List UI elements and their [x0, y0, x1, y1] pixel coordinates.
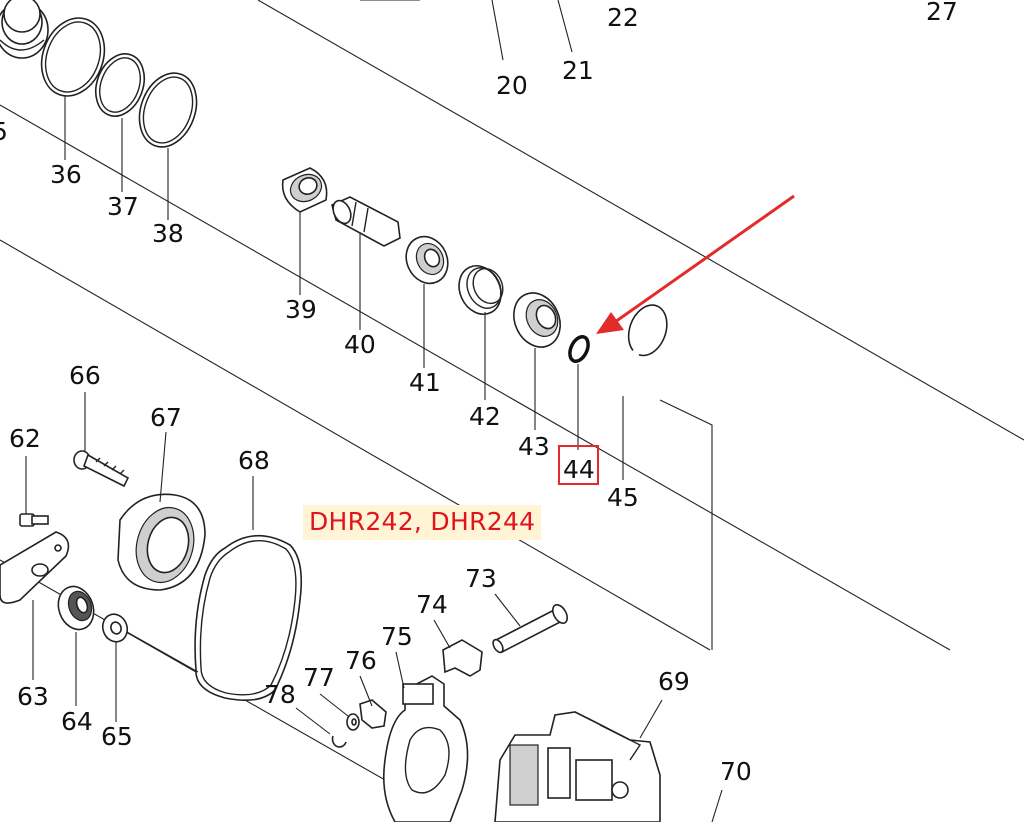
label-part-5: 5 — [0, 117, 8, 146]
part-69-gear-housing — [494, 711, 661, 822]
part-66-bolt — [73, 450, 130, 488]
highlight-box-part-44 — [558, 445, 599, 485]
label-part-37: 37 — [107, 192, 139, 221]
part-43-seal — [513, 292, 561, 348]
label-part-44: 44 — [563, 455, 595, 484]
part-75-carrier — [382, 675, 469, 822]
label-part-41: 41 — [409, 368, 441, 397]
label-part-36: 36 — [50, 160, 82, 189]
label-part-68: 68 — [238, 446, 270, 475]
highlight-arrow — [596, 194, 795, 334]
label-part-62: 62 — [9, 424, 41, 453]
part-68-gasket — [194, 534, 303, 701]
label-part-27: 27 — [926, 0, 958, 26]
label-part-64: 64 — [61, 707, 93, 736]
label-part-77: 77 — [303, 663, 335, 692]
label-part-76: 76 — [345, 646, 377, 675]
part-44-o-ring — [568, 334, 590, 364]
label-part-67: 67 — [150, 403, 182, 432]
label-part-74: 74 — [416, 590, 448, 619]
label-part-45: 45 — [607, 483, 639, 512]
part-36-ring — [40, 17, 106, 97]
part-64-bearing — [57, 585, 95, 631]
part-42-spring — [458, 265, 504, 315]
label-part-43: 43 — [518, 432, 550, 461]
part-67-retainer — [117, 493, 206, 591]
part-labels: 5 20 21 22 27 36 37 38 39 40 41 42 43 44… — [0, 0, 958, 786]
label-part-70: 70 — [720, 757, 752, 786]
part-40-pin — [331, 196, 401, 247]
label-part-69: 69 — [658, 667, 690, 696]
part-77-washer — [346, 713, 360, 731]
label-part-66: 66 — [69, 361, 101, 390]
label-part-78: 78 — [264, 680, 296, 709]
label-part-21: 21 — [562, 56, 594, 85]
label-part-22: 22 — [607, 3, 639, 32]
model-tag: DHR242, DHR244 — [303, 505, 542, 540]
label-part-65: 65 — [101, 722, 133, 751]
part-65-washer — [101, 613, 129, 643]
part-73-pin — [492, 604, 569, 654]
part-37-ring — [94, 53, 146, 117]
part-41-bushing — [405, 235, 449, 285]
label-part-39: 39 — [285, 295, 317, 324]
label-part-40: 40 — [344, 330, 376, 359]
part-45-retaining-ring — [627, 304, 668, 357]
part-78-e-clip — [331, 735, 347, 748]
part-63-bracket — [0, 531, 70, 604]
label-part-42: 42 — [469, 402, 501, 431]
part-74-clip — [442, 639, 483, 677]
part-62-screw — [19, 513, 49, 527]
label-part-75: 75 — [381, 622, 413, 651]
label-part-63: 63 — [17, 682, 49, 711]
part-76-clip — [359, 699, 387, 729]
label-part-38: 38 — [152, 219, 184, 248]
label-part-73: 73 — [465, 564, 497, 593]
part-39-cap — [281, 167, 328, 213]
part-38-ring — [138, 72, 198, 148]
label-part-20: 20 — [496, 71, 528, 100]
part-35-spring — [0, 0, 49, 59]
